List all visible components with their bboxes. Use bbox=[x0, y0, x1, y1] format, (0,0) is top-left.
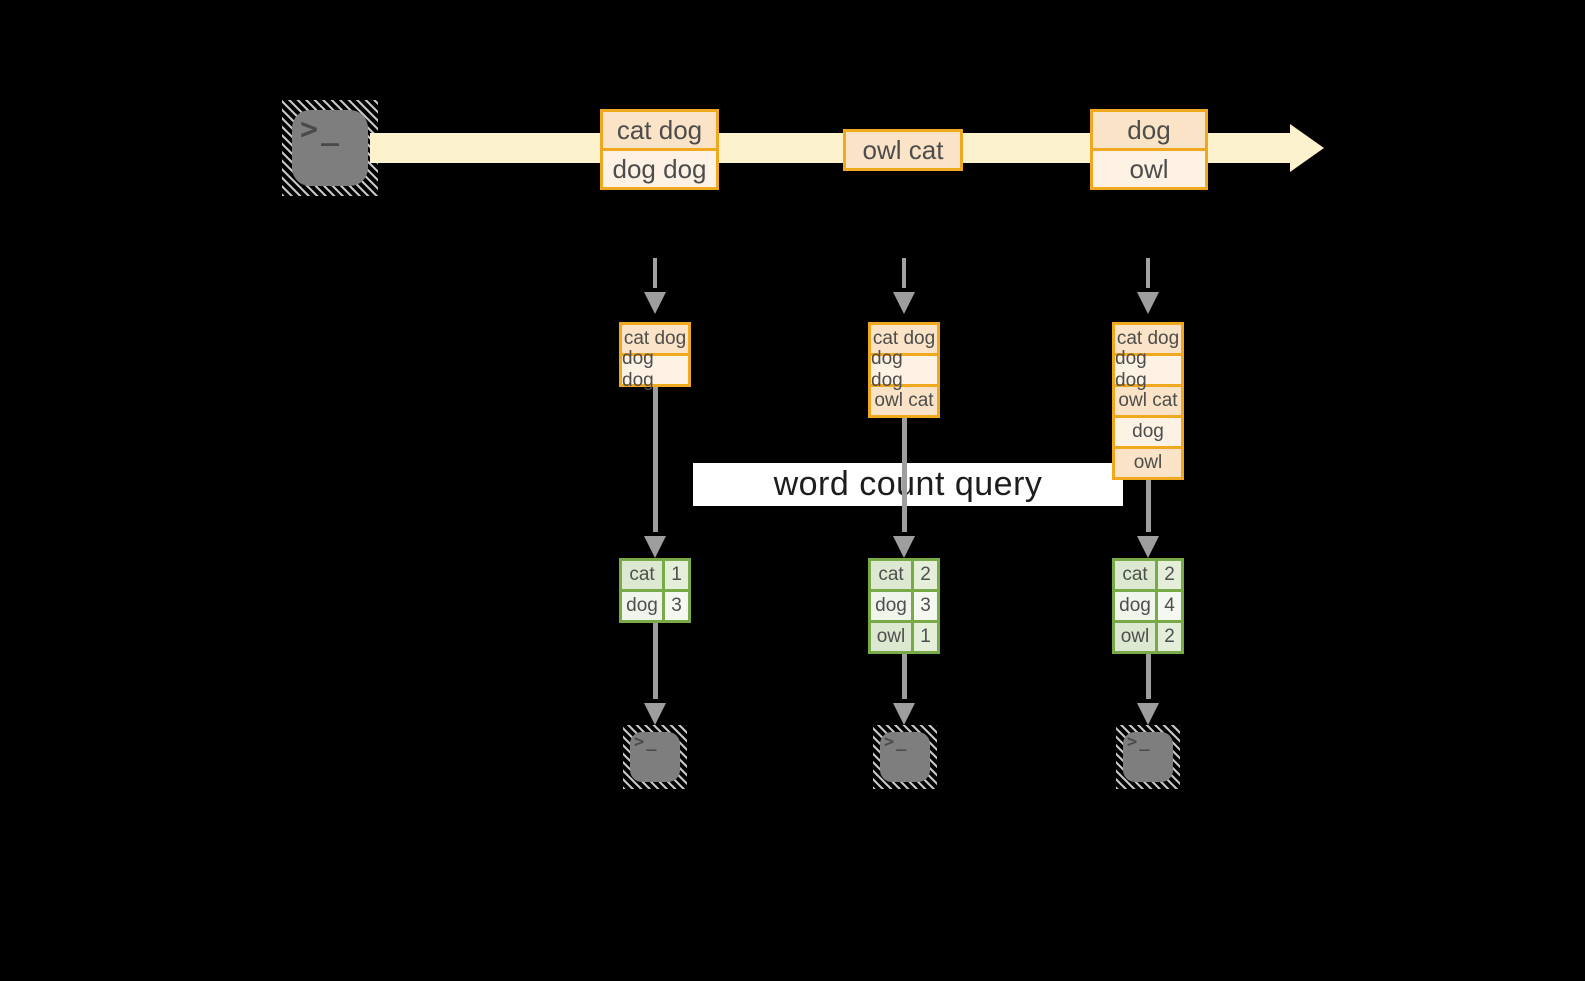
dashed-arrow-down-icon bbox=[644, 258, 666, 314]
dashed-arrow-down-icon bbox=[1137, 258, 1159, 314]
count-cell: 1 bbox=[911, 623, 937, 651]
table-row: owl 2 bbox=[1115, 620, 1181, 651]
word-cell: cat bbox=[871, 561, 911, 589]
count-cell: 2 bbox=[911, 561, 937, 589]
word-cell: dog bbox=[871, 592, 911, 620]
word-cell: dog bbox=[1115, 592, 1155, 620]
queue-item: owl bbox=[1115, 446, 1181, 477]
terminal-icon-body bbox=[1123, 732, 1173, 782]
terminal-icon-body bbox=[292, 110, 368, 186]
arrow-down-icon bbox=[644, 387, 666, 558]
task-3-queue: cat dog dog dog owl cat dog owl bbox=[1112, 322, 1184, 480]
word-cell: dog bbox=[622, 592, 662, 620]
count-cell: 3 bbox=[911, 592, 937, 620]
terminal-icon-body bbox=[630, 732, 680, 782]
event-line: dog bbox=[1093, 112, 1205, 148]
query-banner: word count query bbox=[693, 463, 1123, 506]
word-cell: owl bbox=[871, 623, 911, 651]
queue-item: cat dog bbox=[622, 325, 688, 353]
terminal-icon-body bbox=[880, 732, 930, 782]
terminal-prompt-glyph: >_ bbox=[300, 112, 343, 147]
arrow-down-icon bbox=[1137, 480, 1159, 558]
stream-arrowhead-icon bbox=[1290, 124, 1324, 172]
event-line: dog dog bbox=[603, 148, 716, 187]
terminal-icon: >_ bbox=[623, 725, 687, 789]
queue-item: owl cat bbox=[871, 384, 937, 415]
table-row: dog 3 bbox=[871, 589, 937, 620]
arrow-down-icon bbox=[1137, 654, 1159, 725]
queue-item: cat dog bbox=[1115, 325, 1181, 353]
table-row: cat 1 bbox=[622, 561, 688, 589]
table-row: cat 2 bbox=[871, 561, 937, 589]
table-row: owl 1 bbox=[871, 620, 937, 651]
count-cell: 3 bbox=[662, 592, 688, 620]
queue-item: owl cat bbox=[1115, 384, 1181, 415]
terminal-prompt-glyph: >_ bbox=[634, 732, 659, 752]
terminal-icon: >_ bbox=[1116, 725, 1180, 789]
arrow-down-icon bbox=[893, 654, 915, 725]
count-cell: 2 bbox=[1155, 561, 1181, 589]
table-row: cat 2 bbox=[1115, 561, 1181, 589]
count-cell: 4 bbox=[1155, 592, 1181, 620]
terminal-prompt-glyph: >_ bbox=[884, 732, 909, 752]
word-cell: cat bbox=[622, 561, 662, 589]
arrow-down-icon bbox=[644, 623, 666, 725]
table-row: dog 3 bbox=[622, 589, 688, 620]
dashed-arrow-down-icon bbox=[893, 258, 915, 314]
stream-event-2: owl cat bbox=[843, 129, 963, 171]
word-cell: owl bbox=[1115, 623, 1155, 651]
terminal-icon: >_ bbox=[282, 100, 378, 196]
task-2-queue: cat dog dog dog owl cat bbox=[868, 322, 940, 418]
terminal-icon: >_ bbox=[873, 725, 937, 789]
word-cell: cat bbox=[1115, 561, 1155, 589]
event-line: owl bbox=[1093, 148, 1205, 187]
arrow-down-icon bbox=[893, 418, 915, 558]
queue-item: cat dog bbox=[871, 325, 937, 353]
task-1-count-table: cat 1 dog 3 bbox=[619, 558, 691, 623]
task-2-count-table: cat 2 dog 3 owl 1 bbox=[868, 558, 940, 654]
terminal-prompt-glyph: >_ bbox=[1127, 732, 1152, 752]
table-row: dog 4 bbox=[1115, 589, 1181, 620]
event-line: cat dog bbox=[603, 112, 716, 148]
queue-item: dog bbox=[1115, 415, 1181, 446]
queue-item: dog dog bbox=[1115, 348, 1181, 391]
count-cell: 1 bbox=[662, 561, 688, 589]
stream-event-1: cat dog dog dog bbox=[600, 109, 719, 190]
task-1-queue: cat dog dog dog bbox=[619, 322, 691, 391]
queue-item: dog dog bbox=[871, 348, 937, 391]
query-banner-label: word count query bbox=[773, 465, 1043, 503]
event-line: owl cat bbox=[846, 132, 960, 168]
task-3-count-table: cat 2 dog 4 owl 2 bbox=[1112, 558, 1184, 654]
count-cell: 2 bbox=[1155, 623, 1181, 651]
stream-event-3: dog owl bbox=[1090, 109, 1208, 190]
queue-item: dog dog bbox=[622, 348, 688, 391]
